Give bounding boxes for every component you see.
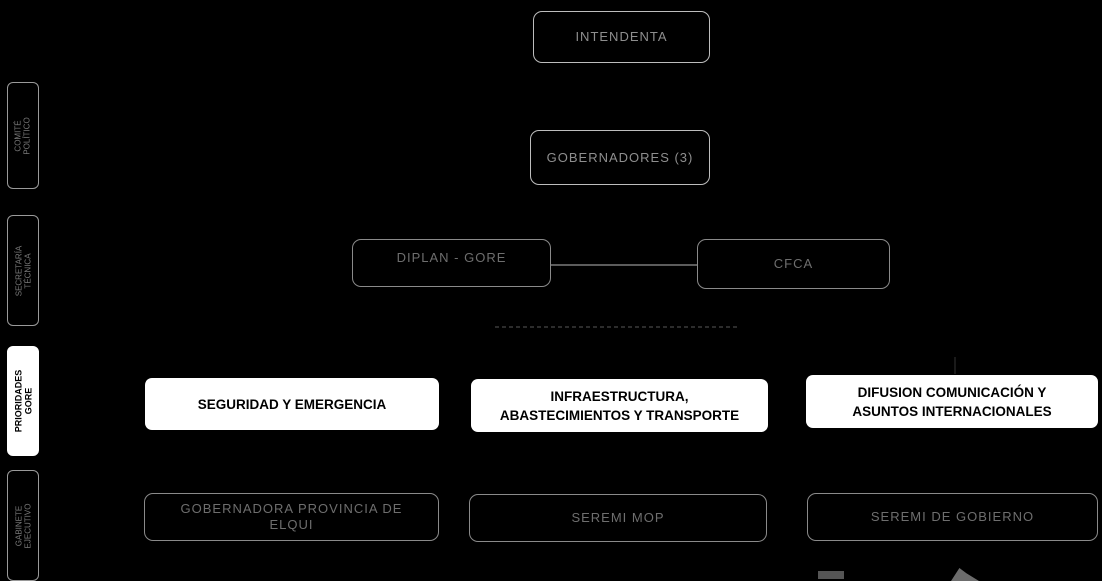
node-cfca: CFCA xyxy=(697,239,890,289)
government-logo xyxy=(818,571,844,579)
responsible-gobernadora-elqui: GOBERNADORA PROVINCIA DE ELQUI xyxy=(144,493,439,541)
responsible-seremi-mop: SEREMI MOP xyxy=(469,494,767,542)
priority-seguridad-emergencia: SEGURIDAD Y EMERGENCIA xyxy=(145,378,439,430)
tab-secretaria-tecnica[interactable]: SECRETARÍA TÉCNICA xyxy=(7,215,39,326)
node-gobernadores: GOBERNADORES (3) xyxy=(530,130,710,185)
responsible-seremi-gobierno: SEREMI DE GOBIERNO xyxy=(807,493,1098,541)
tab-label: GABINETE EJECUTIVO xyxy=(14,503,32,548)
tab-comite-politico[interactable]: COMITÉ POLÍTICO xyxy=(7,82,39,189)
tab-label: COMITÉ POLÍTICO xyxy=(14,116,32,155)
node-diplan-gore: DIPLAN - GORE xyxy=(352,239,551,287)
tab-gabinete-ejecutivo[interactable]: GABINETE EJECUTIVO xyxy=(7,470,39,581)
node-intendenta: INTENDENTA xyxy=(533,11,710,63)
tab-prioridades-gore[interactable]: PRIORIDADES GORE xyxy=(7,346,39,456)
tab-label: PRIORIDADES GORE xyxy=(13,369,34,433)
priority-difusion-comunicacion: DIFUSION COMUNICACIÓN Y ASUNTOS INTERNAC… xyxy=(806,375,1098,428)
priority-infraestructura: INFRAESTRUCTURA, ABASTECIMIENTOS Y TRANS… xyxy=(471,379,768,432)
tab-label: SECRETARÍA TÉCNICA xyxy=(14,245,32,296)
